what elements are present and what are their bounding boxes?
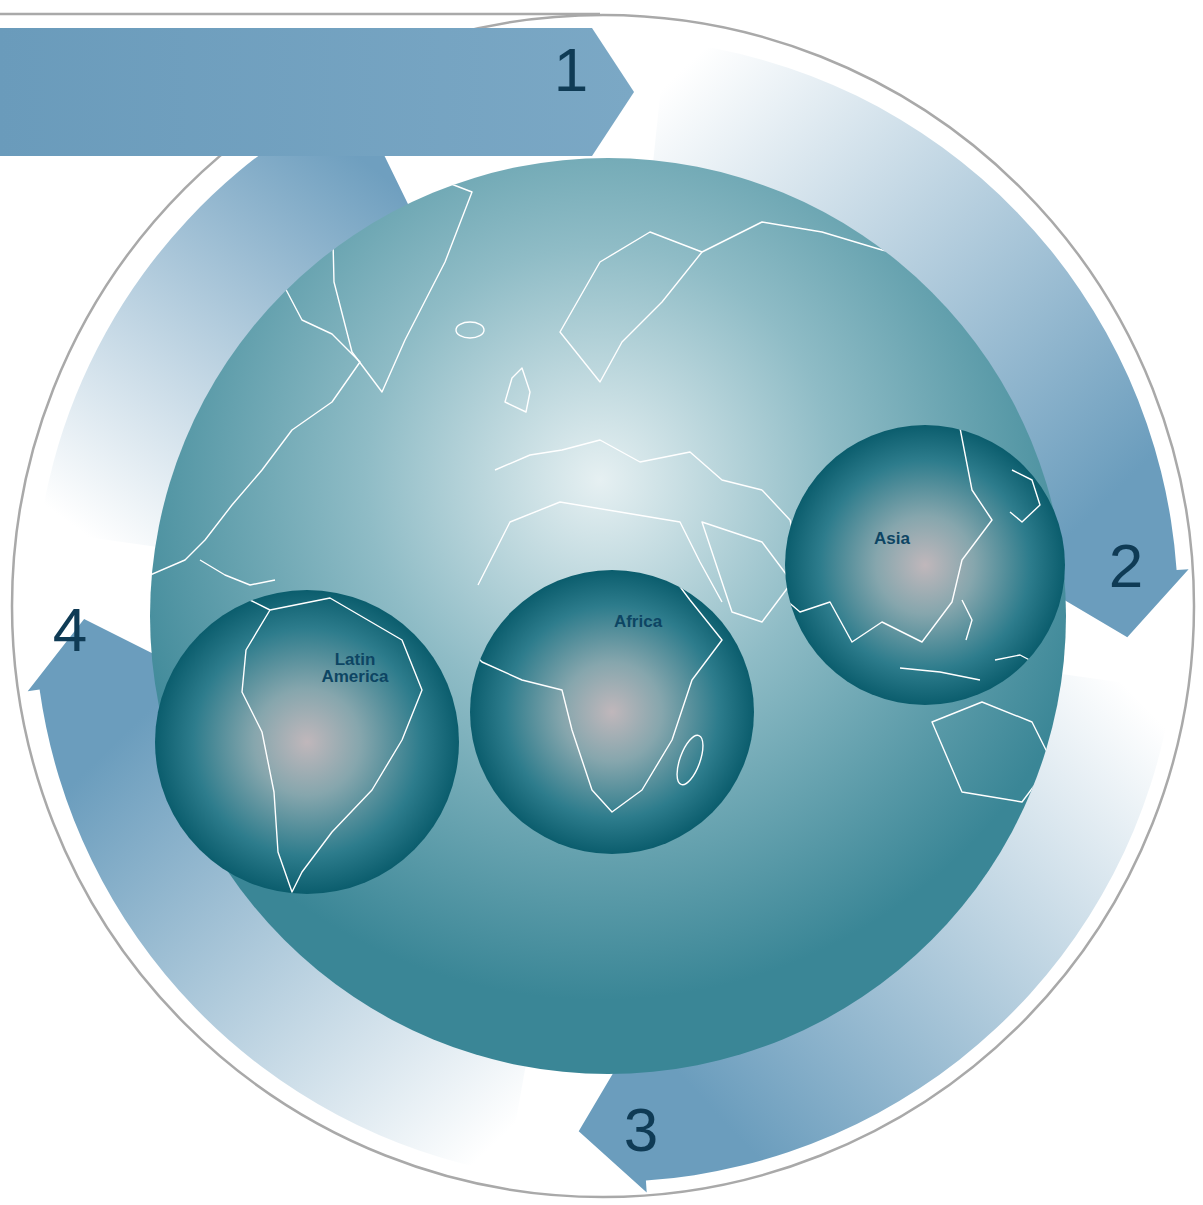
region-disc	[785, 425, 1065, 705]
coastline	[470, 570, 722, 812]
coastline	[672, 732, 709, 788]
region-outline	[155, 590, 459, 894]
globe	[150, 158, 1066, 1074]
coastline	[962, 600, 972, 640]
coastline	[932, 702, 1052, 802]
coastline	[332, 172, 472, 392]
region-circle: Latin America	[155, 590, 459, 894]
coastline	[140, 220, 360, 575]
coastline	[786, 428, 992, 642]
region-circle: Africa	[470, 570, 754, 854]
coastline	[702, 522, 792, 622]
continent-outline	[786, 428, 1045, 680]
region-name: Africa	[598, 613, 678, 630]
coastline	[1010, 470, 1040, 522]
callout-number: 3	[624, 1099, 658, 1161]
continent-outline	[470, 570, 722, 812]
outer-ring	[12, 15, 1194, 1197]
frame-line	[0, 13, 600, 16]
coastline	[242, 598, 422, 892]
callout-number: 1	[554, 39, 588, 101]
coastline	[495, 440, 762, 490]
region-outline	[785, 425, 1065, 705]
region-name: Latin America	[305, 651, 405, 685]
coastline	[180, 590, 270, 610]
coastline	[200, 560, 275, 585]
coastline	[995, 655, 1045, 668]
coastline	[900, 668, 980, 680]
region-name: Asia	[857, 530, 927, 547]
callout-number: 2	[1109, 535, 1143, 597]
region-circle: Asia	[785, 425, 1065, 705]
coastline	[505, 368, 530, 412]
callout-number: 4	[53, 599, 87, 661]
coastline	[560, 232, 702, 382]
region-outline	[470, 570, 754, 854]
entry-arrow	[0, 28, 634, 156]
region-disc	[155, 590, 459, 894]
continent-outline	[180, 590, 422, 892]
coastline	[456, 322, 484, 338]
coastline	[702, 222, 1050, 400]
